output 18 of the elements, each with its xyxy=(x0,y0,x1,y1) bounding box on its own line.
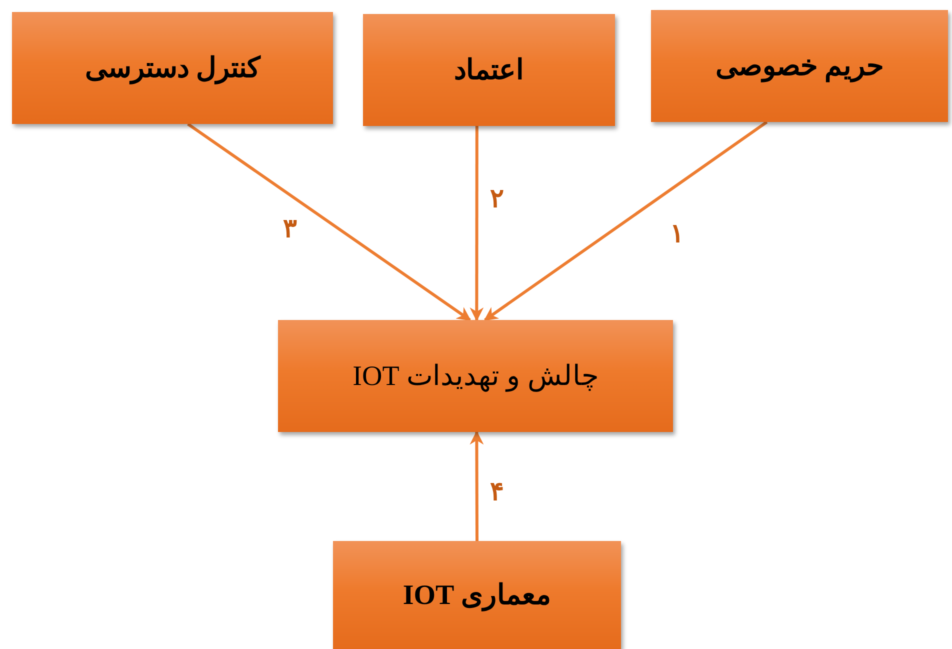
box-label: حریم خصوصی xyxy=(716,50,884,83)
arrow xyxy=(187,122,472,322)
process-box xyxy=(333,541,621,649)
edge-label: ۱ xyxy=(670,218,684,249)
edge-label: ۲ xyxy=(490,183,504,214)
edge-label: ۳ xyxy=(283,213,297,244)
box-label: کنترل دسترسی xyxy=(85,52,260,85)
arrow xyxy=(484,120,768,322)
process-box xyxy=(363,14,615,126)
box-label: معماری IOT xyxy=(402,579,552,612)
edge-label: ۴ xyxy=(490,476,504,507)
arrow xyxy=(470,430,484,541)
box-label: اعتماد xyxy=(454,54,524,87)
process-box xyxy=(651,10,948,122)
process-box xyxy=(12,12,333,124)
process-box xyxy=(278,320,673,432)
arrow xyxy=(470,126,484,322)
box-label: چالش و تهدیدات IOT xyxy=(352,360,598,393)
